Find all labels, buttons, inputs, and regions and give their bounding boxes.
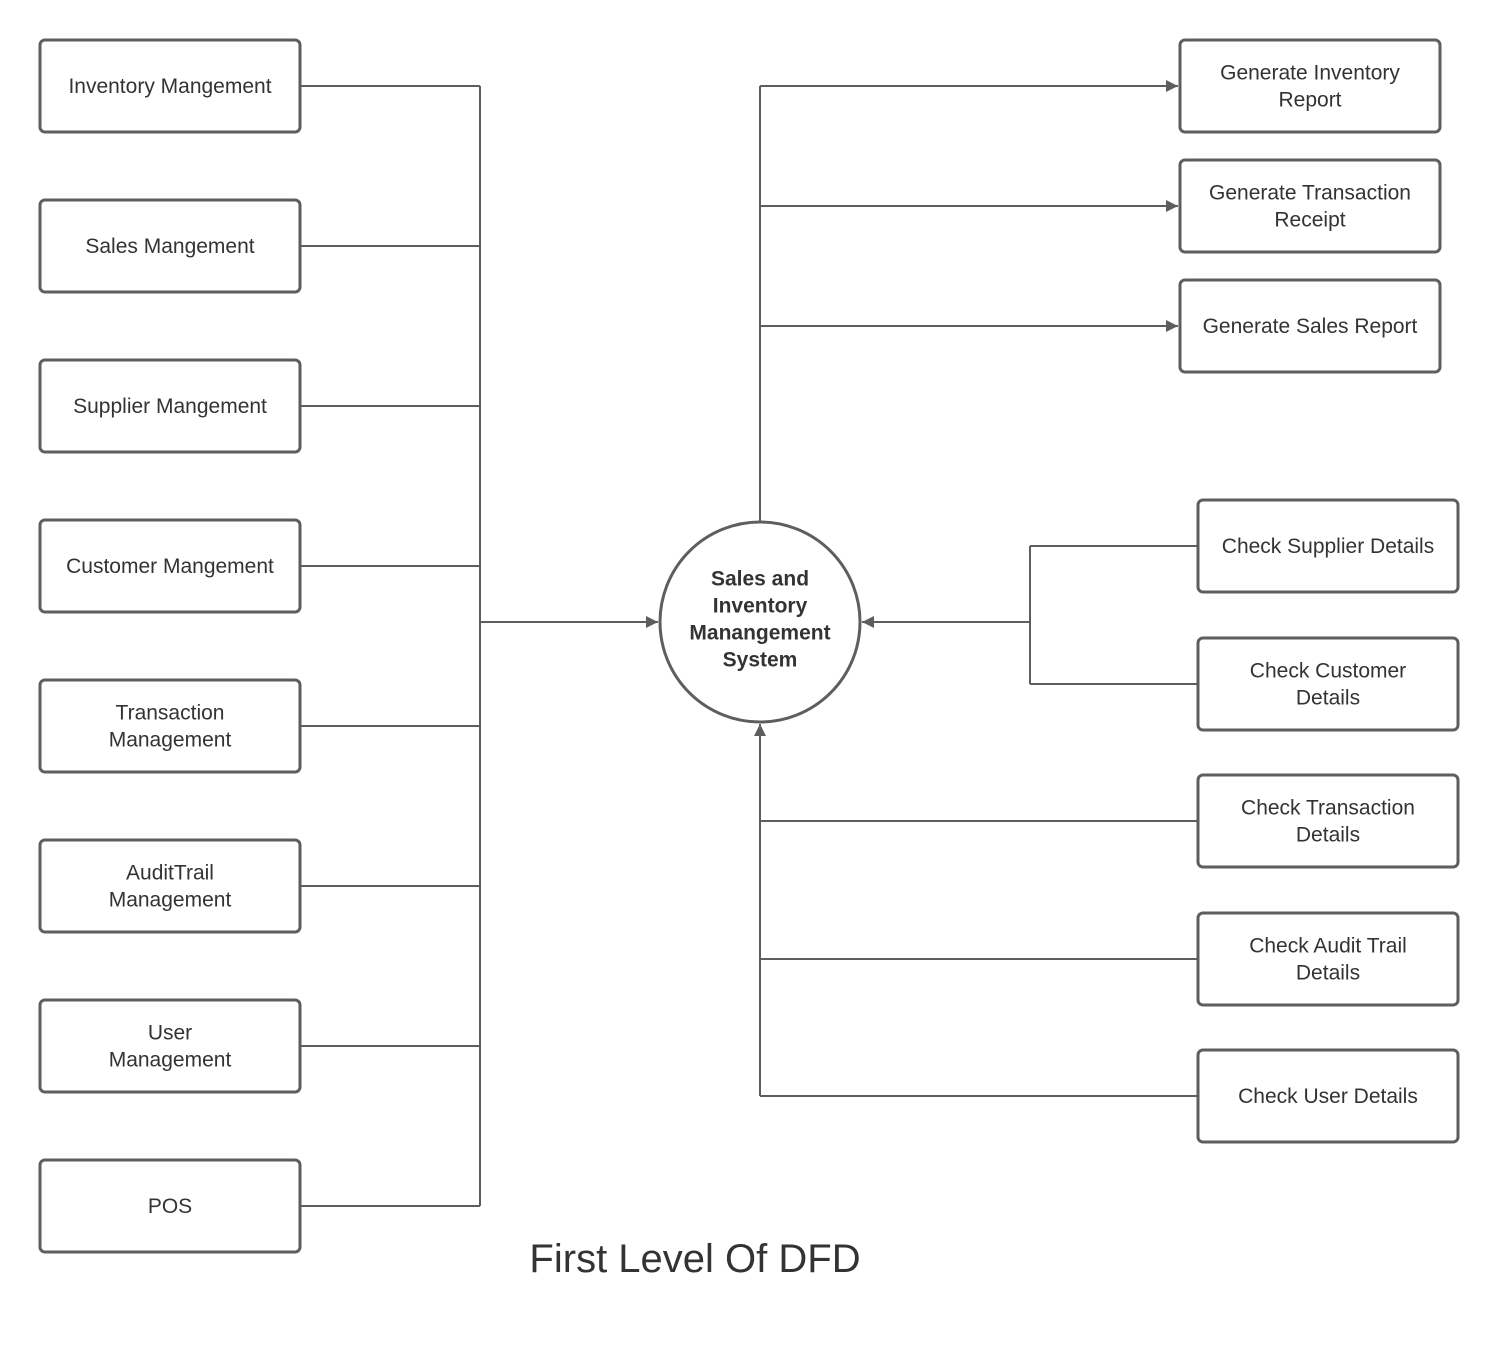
detail-check-box: Check Supplier Details <box>1196 498 1460 594</box>
input-module-box-text-line: Management <box>109 1049 232 1072</box>
input-module-box-rect <box>38 838 302 934</box>
input-module-box: Customer Mangement <box>38 518 302 614</box>
input-module-box-text-line: Sales Mangement <box>85 235 254 258</box>
detail-check-box-text-line: Check Transaction <box>1241 797 1415 820</box>
input-module-box-text-line: Inventory Mangement <box>68 75 271 98</box>
input-module-box-text-line: Supplier Mangement <box>73 395 267 418</box>
center-process-text-line: Inventory <box>713 595 808 618</box>
detail-check-box-rect <box>1196 1048 1460 1144</box>
output-report-box-text-line: Report <box>1278 89 1341 112</box>
detail-check-box-text-line: Check Audit Trail <box>1249 935 1407 958</box>
input-module-box-text-line: Transaction <box>116 702 225 725</box>
output-report-box-text-line: Receipt <box>1274 209 1345 232</box>
detail-check-box-rect <box>1196 636 1460 732</box>
input-module-box: Supplier Mangement <box>38 358 302 454</box>
input-module-box-rect <box>38 998 302 1094</box>
diagram-title: First Level Of DFD <box>529 1237 860 1281</box>
output-report-box-text-line: Generate Sales Report <box>1203 315 1418 338</box>
center-process-circle <box>658 520 862 724</box>
output-report-box-rect <box>1178 38 1442 134</box>
input-module-box-text-line: Management <box>109 889 232 912</box>
input-module-box-rect <box>38 38 302 134</box>
input-module-box-text-line: Management <box>109 729 232 752</box>
input-module-box-rect <box>38 1158 302 1254</box>
output-report-box-text-line: Generate Inventory <box>1220 62 1400 85</box>
center-process-text-line: Sales and <box>711 568 809 591</box>
input-module-box: POS <box>38 1158 302 1254</box>
input-module-box: Sales Mangement <box>38 198 302 294</box>
output-report-box-rect <box>1178 158 1442 254</box>
output-report-box-text-line: Generate Transaction <box>1209 182 1411 205</box>
center-process-text-line: System <box>723 649 798 672</box>
input-module-box-text-line: POS <box>148 1195 192 1218</box>
output-report-box: Generate Sales Report <box>1178 278 1442 374</box>
input-module-box: Inventory Mangement <box>38 38 302 134</box>
detail-check-box-text-line: Details <box>1296 687 1360 710</box>
input-module-box-text-line: User <box>148 1022 192 1045</box>
detail-check-box-text-line: Check Supplier Details <box>1222 535 1434 558</box>
detail-check-box: Check User Details <box>1196 1048 1460 1144</box>
input-module-box-rect <box>38 358 302 454</box>
output-report-box-rect <box>1178 278 1442 374</box>
detail-check-box-rect <box>1196 773 1460 869</box>
nodes-layer: Sales andInventoryManangementSystemInven… <box>38 38 1460 1254</box>
input-module-box-rect <box>38 518 302 614</box>
input-module-box-rect <box>38 198 302 294</box>
center-process-text-line: Manangement <box>689 622 830 645</box>
input-module-box-text-line: AuditTrail <box>126 862 214 885</box>
detail-check-box-text-line: Check User Details <box>1238 1085 1418 1108</box>
detail-check-box-rect <box>1196 911 1460 1007</box>
detail-check-box-text-line: Details <box>1296 962 1360 985</box>
detail-check-box-text-line: Details <box>1296 824 1360 847</box>
detail-check-box-rect <box>1196 498 1460 594</box>
input-module-box-rect <box>38 678 302 774</box>
connectors-layer <box>300 80 1198 1207</box>
input-module-box-text-line: Customer Mangement <box>66 555 274 578</box>
detail-check-box-text-line: Check Customer <box>1250 660 1406 683</box>
